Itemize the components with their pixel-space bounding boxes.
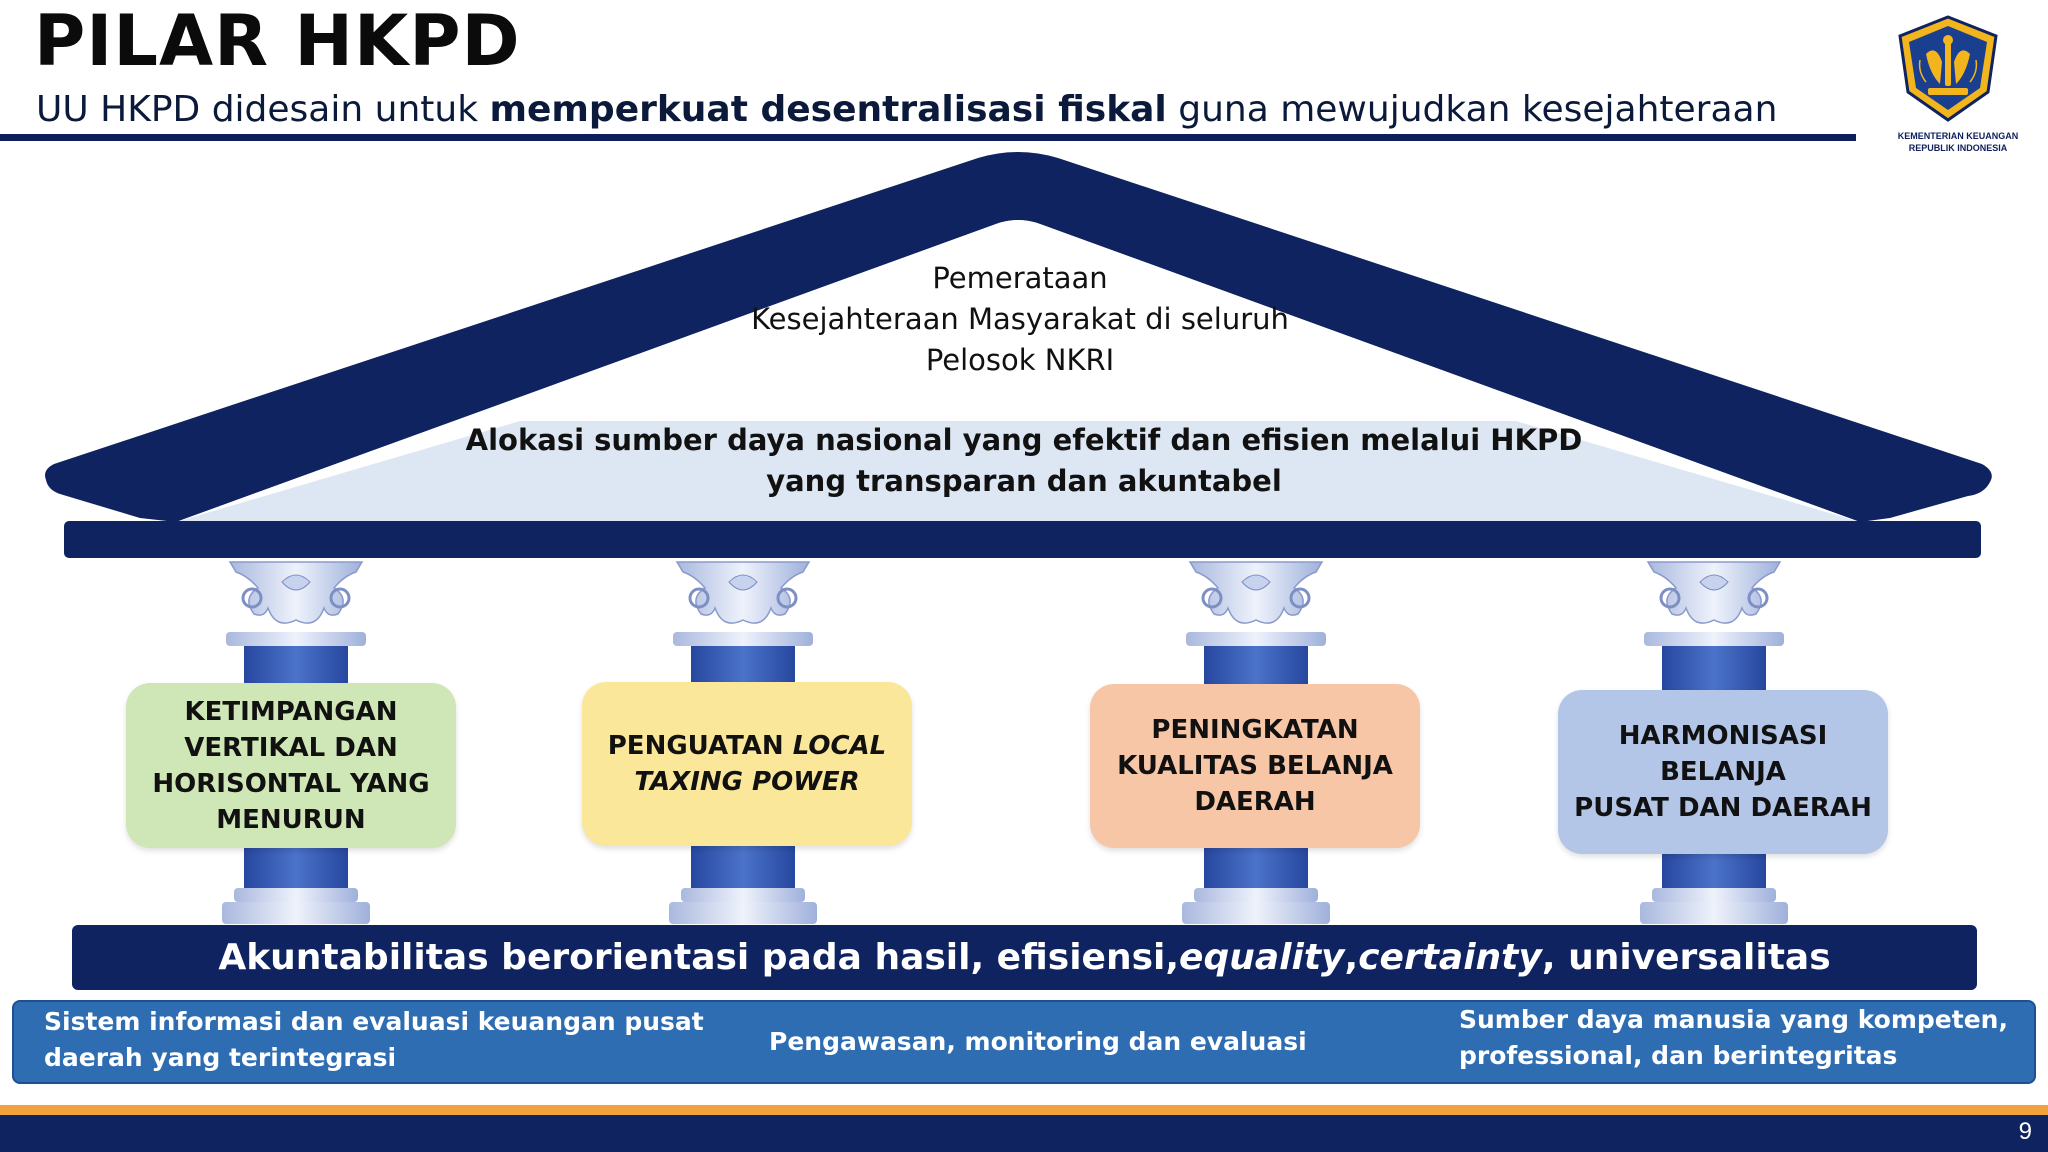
foundation-bar: Sistem informasi dan evaluasi keuangan p… xyxy=(12,1000,2036,1084)
goal-line: Pemerataan xyxy=(932,261,1108,295)
foundation-right-line: professional, dan berintegritas xyxy=(1459,1041,1898,1070)
pillar-text: HARMONISASI BELANJA xyxy=(1618,721,1828,787)
logo-line-2: REPUBLIK INDONESIA xyxy=(1908,142,2008,153)
pillar-card-local-taxing-power: PENGUATAN LOCAL TAXING POWER xyxy=(582,682,912,846)
pillar-text: VERTIKAL DAN xyxy=(184,732,398,763)
foundation-right: Sumber daya manusia yang kompeten, profe… xyxy=(1459,1002,2008,1074)
foundation-center: Pengawasan, monitoring dan evaluasi xyxy=(769,1027,1307,1056)
pillar-text: PUSAT DAN DAERAH xyxy=(1574,793,1872,823)
pillar-text-plain: PENGUATAN xyxy=(607,731,793,761)
foundation-right-line: Sumber daya manusia yang kompeten, xyxy=(1459,1005,2008,1034)
page-title: PILAR HKPD xyxy=(34,0,521,82)
page-number: 9 xyxy=(2018,1118,2032,1145)
pillar-text: KETIMPANGAN xyxy=(184,696,398,727)
goal-line: Pelosok NKRI xyxy=(925,343,1115,377)
base-italic-certainty: certainty xyxy=(1358,937,1542,978)
pillar-text: PENINGKATAN xyxy=(1151,715,1359,745)
foundation-left-line: Sistem informasi dan evaluasi keuangan p… xyxy=(44,1007,704,1036)
pillar-card-belanja-daerah: PENINGKATAN KUALITAS BELANJA DAERAH xyxy=(1090,684,1420,848)
footer-bar xyxy=(0,1115,2048,1152)
pillar-card-ketimpangan: KETIMPANGAN VERTIKAL DAN HORISONTAL YANG… xyxy=(126,683,456,848)
foundation-left-line: daerah yang terintegrasi xyxy=(44,1043,397,1072)
pillar-text-italic: LOCAL xyxy=(792,731,887,761)
accountability-bar: Akuntabilitas berorientasi pada hasil, e… xyxy=(72,925,1977,990)
entablature-beam xyxy=(64,521,1981,558)
allocation-line: yang transparan dan akuntabel xyxy=(766,464,1282,498)
pillar-text: MENURUN xyxy=(216,804,366,835)
subtitle-post: guna mewujudkan kesejahteraan xyxy=(1166,89,1778,130)
base-italic-equality: equality xyxy=(1179,937,1345,978)
subtitle-pre: UU HKPD didesain untuk xyxy=(36,89,490,130)
pillar-text: HORISONTAL YANG xyxy=(152,768,430,799)
logo-line-1: KEMENTERIAN KEUANGAN xyxy=(1897,131,2019,141)
foundation-left: Sistem informasi dan evaluasi keuangan p… xyxy=(44,1004,704,1076)
roof xyxy=(45,152,1992,522)
goal-line: Kesejahteraan Masyarakat di seluruh xyxy=(751,302,1289,336)
pillar-text-italic: TAXING POWER xyxy=(634,767,860,797)
subtitle-bold: memperkuat desentralisasi fiskal xyxy=(489,89,1167,130)
page-subtitle: UU HKPD didesain untuk memperkuat desent… xyxy=(36,88,1777,131)
roof-allocation-text: Alokasi sumber daya nasional yang efekti… xyxy=(400,420,1648,502)
roof-goal-text: Pemerataan Kesejahteraan Masyarakat di s… xyxy=(700,258,1340,381)
allocation-line: Alokasi sumber daya nasional yang efekti… xyxy=(465,423,1583,457)
title-divider xyxy=(0,134,1856,141)
pillar-card-harmonisasi: HARMONISASI BELANJA PUSAT DAN DAERAH xyxy=(1558,690,1888,854)
base-text: Akuntabilitas berorientasi pada hasil, e… xyxy=(218,937,1180,978)
kemenkeu-emblem-icon xyxy=(1898,15,1998,122)
pillar-text: PENGUATAN LOCAL xyxy=(608,728,887,764)
base-sep: , xyxy=(1344,937,1359,978)
base-text-end: , universalitas xyxy=(1541,937,1831,978)
pillar-text: KUALITAS BELANJA xyxy=(1117,751,1393,781)
pillar-text: DAERAH xyxy=(1194,787,1316,817)
logo-caption: KEMENTERIAN KEUANGAN REPUBLIK INDONESIA xyxy=(1880,131,2036,154)
footer-accent-line xyxy=(0,1105,2048,1115)
